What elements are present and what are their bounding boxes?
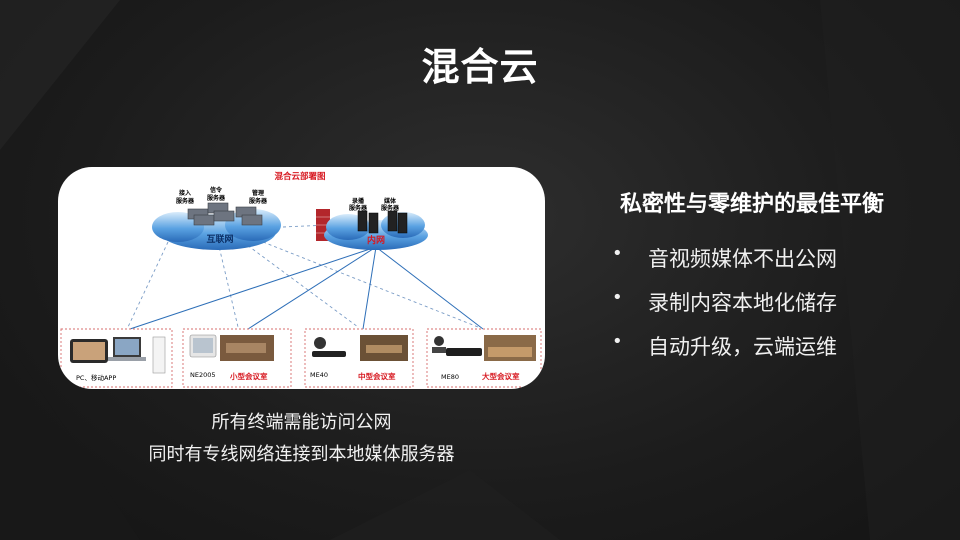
server-label-access: 接入 xyxy=(178,189,191,197)
endpoint-label-me80: ME80 xyxy=(441,373,459,381)
slide-title: 混合云 xyxy=(421,45,539,89)
endpoint-label-ne2005: NE2005 xyxy=(190,371,216,379)
endpoint-boxes xyxy=(60,328,542,388)
internet-cloud: 互联网 接入 服务器 信令 服务器 管理 服务器 xyxy=(152,186,281,250)
svg-text:服务器: 服务器 xyxy=(176,197,195,205)
room-label-medium: 中型会议室 xyxy=(358,371,396,381)
endpoint-me40: ME40 中型会议室 xyxy=(310,335,408,381)
feature-item: • 音视频媒体不出公网 xyxy=(612,243,837,287)
endpoint-ne2005: NE2005 小型会议室 xyxy=(189,334,274,381)
server-label-recording: 录播 xyxy=(352,197,365,205)
room-label-small: 小型会议室 xyxy=(230,371,268,381)
bullet-marker: • xyxy=(612,243,623,264)
server-label-media: 媒体 xyxy=(384,197,397,205)
caption-line-1: 所有终端需能访问公网 xyxy=(211,412,392,433)
feature-text: 音视频媒体不出公网 xyxy=(648,247,837,271)
feature-list: • 音视频媒体不出公网 • 录制内容本地化储存 • 自动升级，云端运维 xyxy=(612,243,837,375)
svg-text:服务器: 服务器 xyxy=(207,194,226,202)
hybrid-cloud-diagram: 混合云部署图 互联网 xyxy=(58,167,545,389)
server-label-management: 管理 xyxy=(252,189,264,197)
section-subtitle: 私密性与零维护的最佳平衡 xyxy=(620,192,885,217)
endpoint-pc-mobile: PC、移动APP xyxy=(70,336,166,382)
room-label-large: 大型会议室 xyxy=(482,371,520,381)
svg-text:服务器: 服务器 xyxy=(349,204,368,212)
svg-text:服务器: 服务器 xyxy=(381,204,400,212)
svg-text:服务器: 服务器 xyxy=(249,197,268,205)
feature-item: • 录制内容本地化储存 xyxy=(612,287,837,331)
endpoint-me80: ME80 大型会议室 xyxy=(432,335,536,381)
intranet-cloud: 内网 录播 服务器 媒体 服务器 xyxy=(324,197,428,250)
bullet-marker: • xyxy=(612,331,623,352)
diagram-title: 混合云部署图 xyxy=(274,171,325,182)
endpoint-label-me40: ME40 xyxy=(310,371,328,379)
endpoint-label-pc: PC、移动APP xyxy=(76,373,116,382)
intranet-cloud-label: 内网 xyxy=(367,234,385,246)
feature-text: 自动升级，云端运维 xyxy=(648,335,837,359)
feature-text: 录制内容本地化储存 xyxy=(648,291,837,315)
internet-cloud-label: 互联网 xyxy=(206,233,233,245)
bullet-marker: • xyxy=(612,287,623,308)
intranet-links xyxy=(129,246,484,330)
feature-item: • 自动升级，云端运维 xyxy=(612,331,837,375)
caption-line-2: 同时有专线网络连接到本地媒体服务器 xyxy=(148,444,455,465)
server-label-signaling: 信令 xyxy=(210,186,223,194)
